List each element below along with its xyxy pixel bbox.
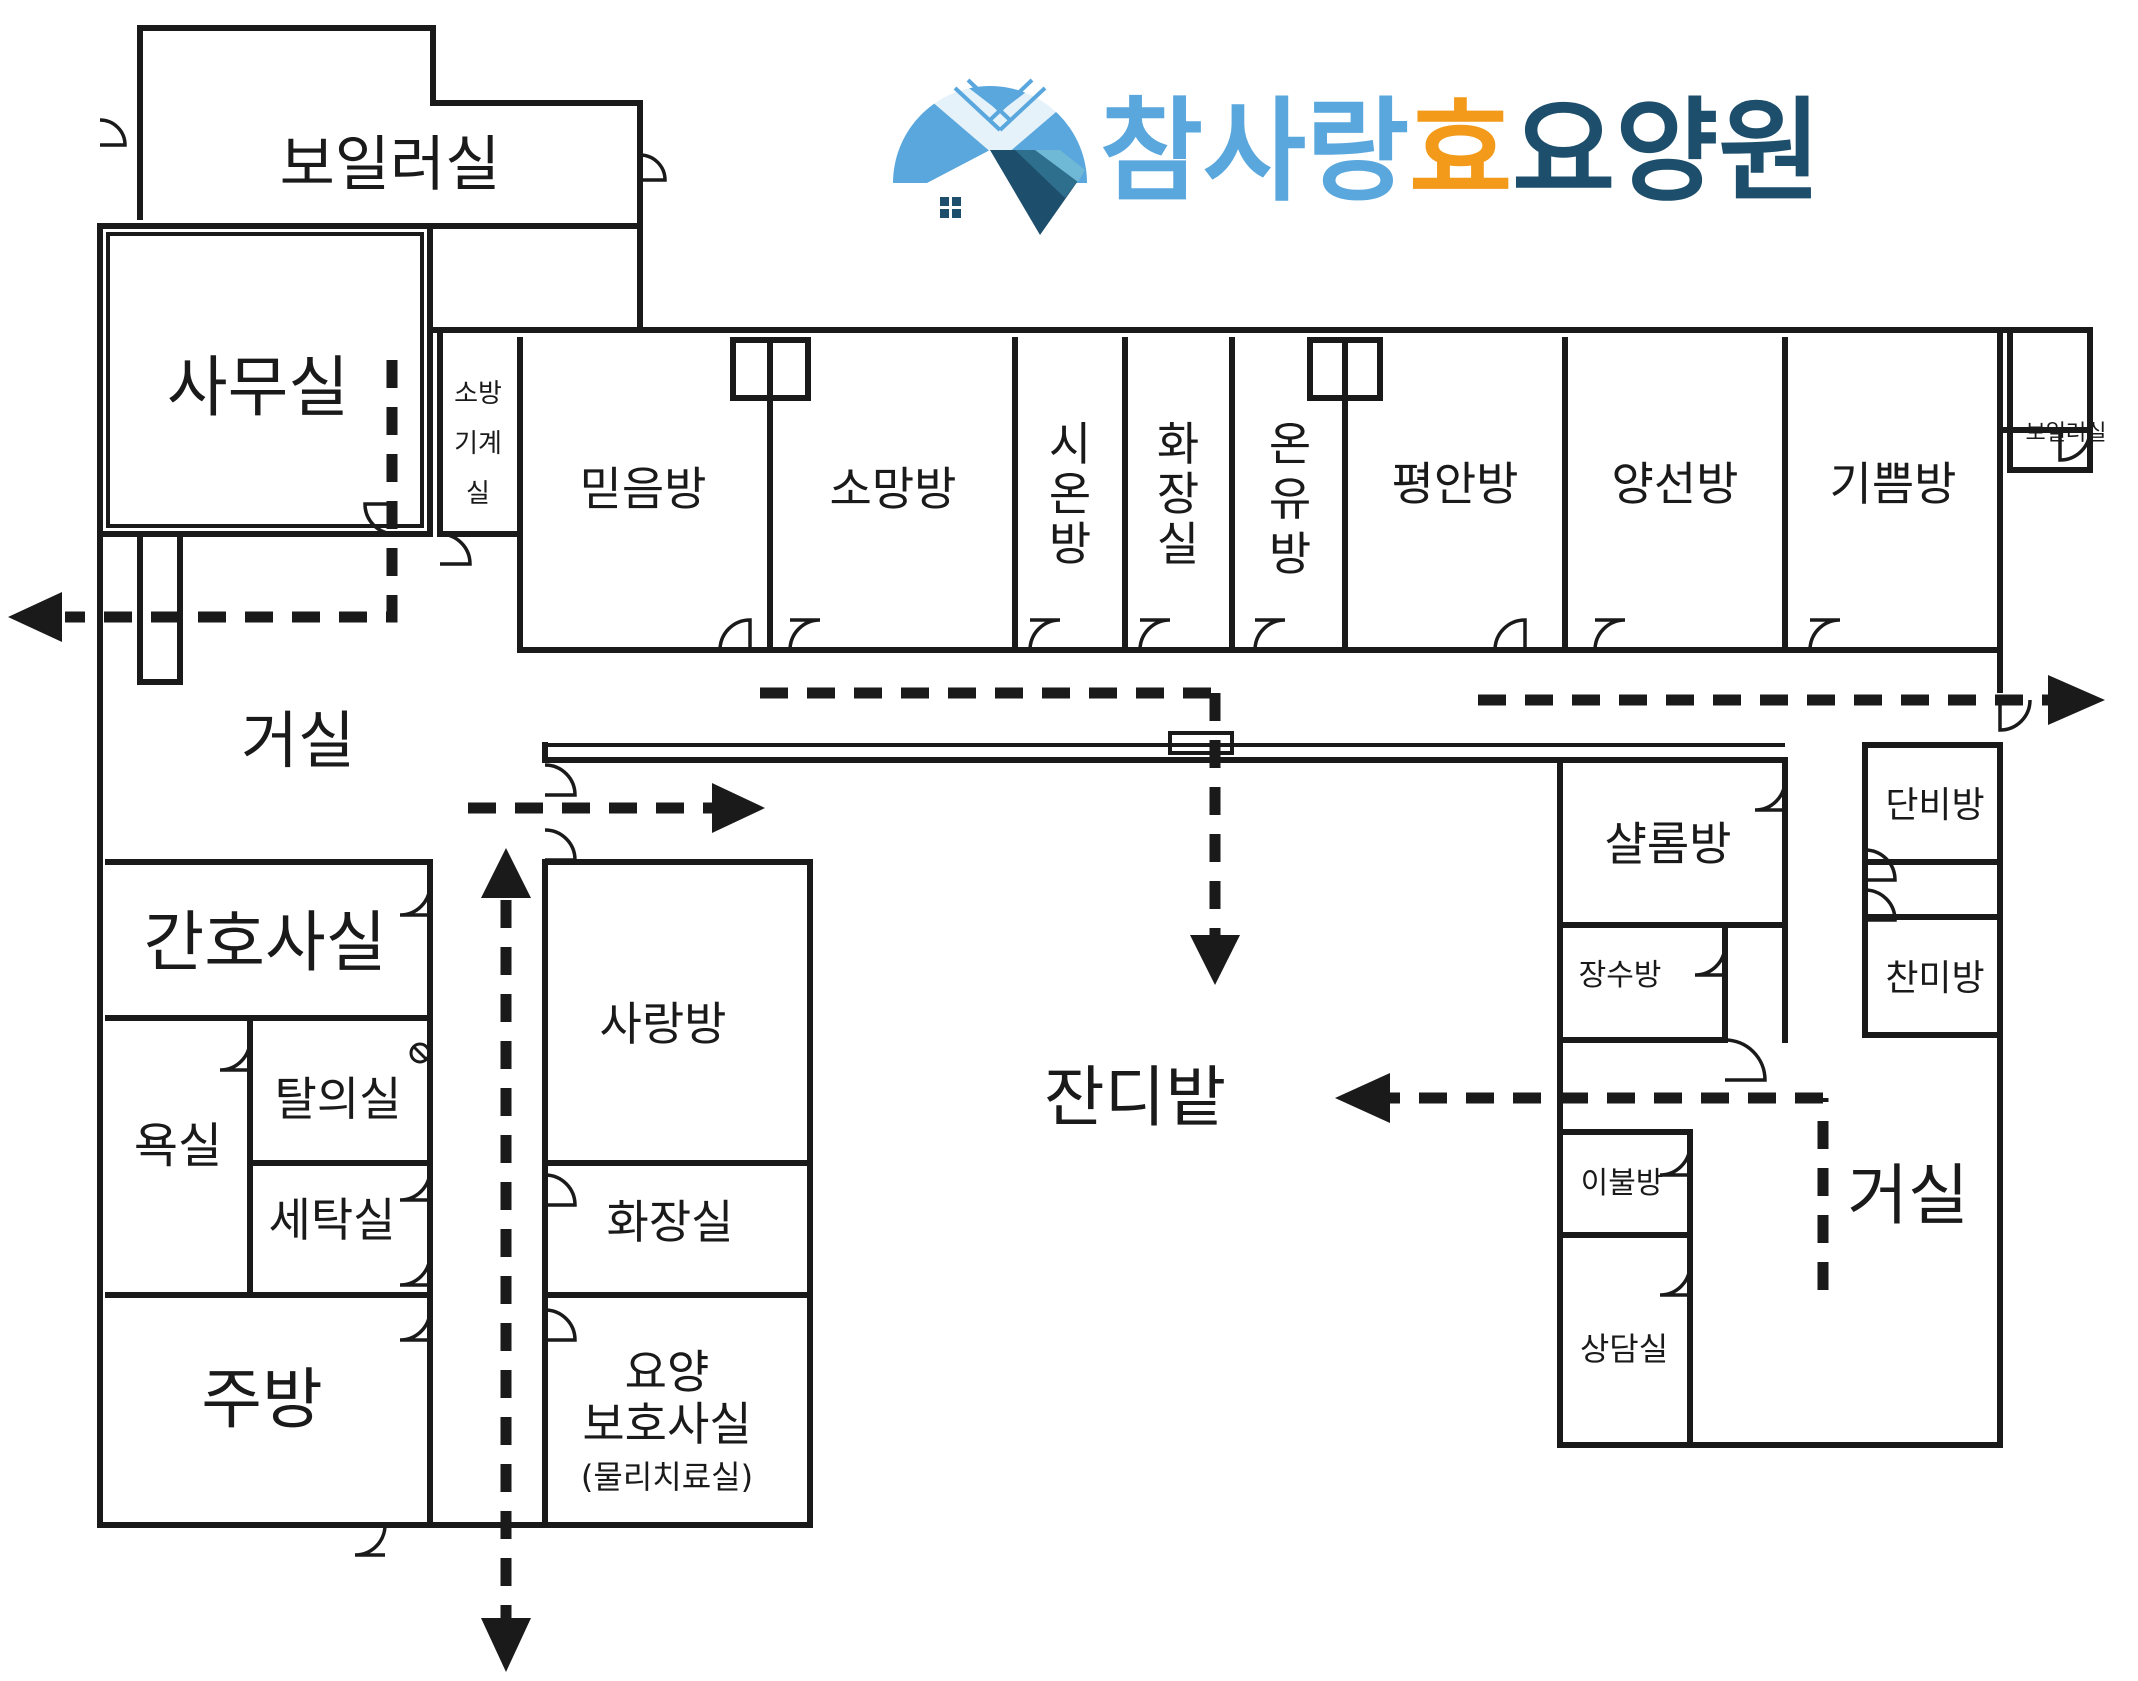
room-label-onyu-3: 방	[1269, 527, 1311, 581]
room-label-fire-machine-1: 소방	[454, 379, 502, 409]
room-label-nurse: 간호사실	[144, 904, 387, 981]
room-label-living-right: 거실	[1847, 1157, 1968, 1234]
logo-text-part: 참사랑	[1100, 87, 1409, 217]
arrow-south-icon	[481, 1618, 531, 1672]
room-label-living-left: 거실	[241, 704, 355, 777]
room-label-gippeum: 기쁨방	[1830, 457, 1957, 511]
svg-text:참사랑효요양원: 참사랑효요양원	[1100, 87, 1821, 217]
room-labels: 보일러실 사무실 소방 기계 실 믿음방 소망방 시 온 방 화 장 실 온 유…	[134, 130, 2107, 1496]
room-label-pyeongan: 평안방	[1392, 457, 1519, 511]
room-label-toilet-1: 화	[1157, 417, 1199, 471]
room-label-boiler-right: 보일러실	[2026, 421, 2107, 446]
room-label-therapy-1: 요양	[625, 1345, 710, 1399]
room-label-sion-3: 방	[1049, 517, 1091, 571]
walls	[97, 25, 2093, 1528]
room-label-sarang: 사랑방	[600, 997, 727, 1051]
route-office-west	[65, 360, 398, 623]
room-label-toilet-3: 실	[1157, 517, 1199, 571]
room-label-danbi: 단비방	[1885, 785, 1984, 826]
logo-mark-icon	[885, 72, 1087, 235]
arrow-west-icon	[1335, 1073, 1390, 1123]
room-label-therapy-2: 보호사실	[582, 1397, 751, 1451]
room-label-laundry: 세탁실	[269, 1193, 396, 1247]
room-label-counsel: 상담실	[1580, 1330, 1668, 1368]
room-label-onyu-2: 유	[1269, 472, 1311, 526]
arrow-east-icon	[2048, 675, 2105, 725]
room-label-kitchen: 주방	[201, 1361, 322, 1438]
room-label-dressing: 탈의실	[275, 1072, 402, 1126]
room-label-chanmi: 찬미방	[1885, 958, 1984, 999]
room-label-jangsu: 장수방	[1579, 958, 1662, 993]
room-label-lawn: 잔디밭	[1044, 1059, 1226, 1136]
logo-text-part: 요양원	[1512, 87, 1821, 217]
room-label-boiler: 보일러실	[280, 130, 501, 200]
room-label-therapy-3: (물리치료실)	[581, 1458, 753, 1496]
room-label-yangseon: 양선방	[1612, 457, 1739, 511]
room-label-toilet-2: 장	[1157, 467, 1199, 521]
arrow-west-icon	[8, 592, 62, 642]
room-label-shalom: 샬롬방	[1605, 817, 1732, 871]
room-label-office: 사무실	[167, 349, 349, 426]
room-label-toilet-mid: 화장실	[607, 1195, 734, 1249]
arrow-south-icon	[1190, 935, 1240, 985]
room-label-mideum: 믿음방	[580, 462, 707, 516]
room-label-ibul: 이불방	[1581, 1166, 1664, 1201]
room-label-onyu-1: 온	[1269, 417, 1311, 471]
room-label-sion-2: 온	[1049, 467, 1091, 521]
logo-text-part: 효	[1409, 87, 1512, 217]
room-label-bath: 욕실	[134, 1118, 222, 1174]
room-label-sion-1: 시	[1049, 417, 1091, 471]
arrow-east-icon	[712, 783, 765, 833]
logo: 참사랑효요양원	[885, 72, 1821, 235]
room-label-fire-machine-2: 기계	[454, 429, 502, 459]
evacuation-routes	[8, 360, 2105, 1672]
arrow-north-icon	[481, 848, 531, 898]
doors	[99, 118, 2092, 1557]
room-label-fire-machine-3: 실	[466, 479, 490, 509]
room-label-somang: 소망방	[830, 462, 957, 516]
